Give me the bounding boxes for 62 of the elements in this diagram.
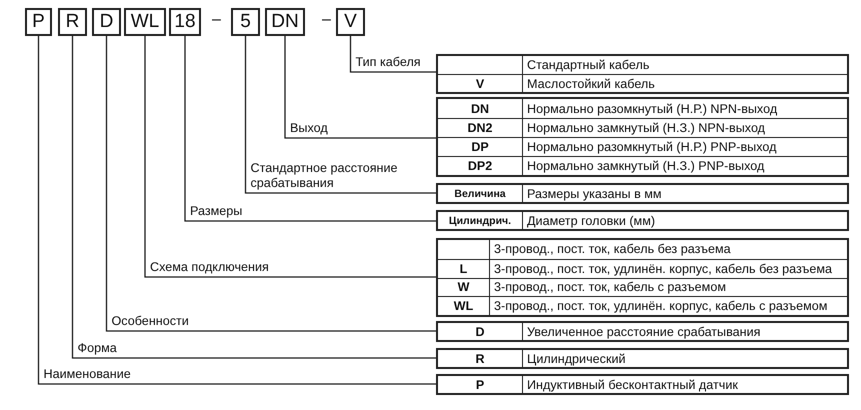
- option-code: DN2: [467, 121, 492, 135]
- code-table: [436, 238, 849, 317]
- option-code: W: [458, 280, 470, 294]
- code-box: P: [25, 8, 52, 36]
- leader-line: [38, 36, 436, 385]
- option-description: Индуктивный бесконтактный датчик: [527, 378, 738, 392]
- option-description: Нормально разомкнутый (Н.Р.) PNP-выход: [527, 140, 776, 154]
- code-box: DN: [265, 8, 305, 36]
- option-description: 3-провод., пост. ток, кабель без разъема: [494, 242, 731, 256]
- option-description: 3-провод., пост. ток, удлинён. корпус, кабель с разъемом: [494, 299, 828, 314]
- code-table: [436, 97, 849, 177]
- code-table: [436, 183, 849, 204]
- option-description: 3-провод., пост. ток, удлинён. корпус, кабель без разъема: [494, 262, 832, 276]
- option-description: Диаметр головки (мм): [527, 214, 656, 228]
- leader-line: [144, 36, 436, 278]
- option-code: DP: [471, 140, 489, 154]
- leader-line: [106, 36, 436, 332]
- code-table: [436, 348, 849, 369]
- code-box: 18: [169, 8, 201, 36]
- code-box: WL: [124, 8, 166, 36]
- code-box: V: [336, 8, 365, 36]
- option-code: P: [476, 378, 484, 392]
- code-box: D: [92, 8, 121, 36]
- option-code: DP2: [468, 159, 492, 173]
- option-code: L: [460, 262, 468, 276]
- option-code: V: [476, 76, 484, 90]
- option-code: R: [475, 352, 485, 366]
- edge-label: Схема подключения: [150, 260, 270, 275]
- option-description: Нормально разомкнутый (Н.Р.) NPN-выход: [527, 102, 778, 116]
- edge-label: Выход: [290, 121, 329, 136]
- option-code: Цилиндрич.: [448, 214, 512, 226]
- separator-dash: –: [212, 11, 221, 29]
- edge-label: Стандартное расстояние срабатывания: [250, 161, 399, 191]
- option-code: D: [475, 324, 485, 338]
- code-table: [436, 321, 849, 342]
- edge-label: Форма: [78, 341, 118, 356]
- code-table: [436, 210, 849, 231]
- option-code: Величина: [454, 188, 506, 200]
- option-description: 3-провод., пост. ток, кабель с разъемом: [494, 280, 726, 294]
- option-description: Цилиндрический: [527, 352, 626, 366]
- separator-dash: –: [322, 11, 331, 29]
- option-description: Размеры указаны в мм: [527, 186, 662, 200]
- leader-line: [350, 36, 436, 73]
- edge-label: Наименование: [44, 367, 132, 382]
- option-description: Увеличенное расстояние срабатывания: [527, 324, 760, 338]
- code-table: [436, 374, 849, 395]
- edge-label: Размеры: [190, 204, 244, 219]
- leader-line: [184, 36, 436, 222]
- edge-label: Тип кабеля: [356, 55, 422, 70]
- option-description: Нормально замкнутый (Н.З.) PNP-выход: [527, 159, 764, 173]
- option-description: Маслостойкий кабель: [527, 76, 655, 90]
- code-box: 5: [231, 8, 260, 36]
- option-description: Стандартный кабель: [527, 58, 650, 72]
- code-table: [436, 54, 849, 94]
- edge-label: Особенности: [112, 314, 190, 329]
- option-description: Нормально замкнутый (Н.З.) NPN-выход: [527, 121, 766, 135]
- leader-line: [244, 36, 436, 194]
- leader-line: [284, 36, 436, 139]
- option-code: WL: [454, 299, 474, 314]
- code-box: R: [58, 8, 87, 36]
- option-code: DN: [470, 102, 490, 116]
- leader-line: [72, 36, 436, 359]
